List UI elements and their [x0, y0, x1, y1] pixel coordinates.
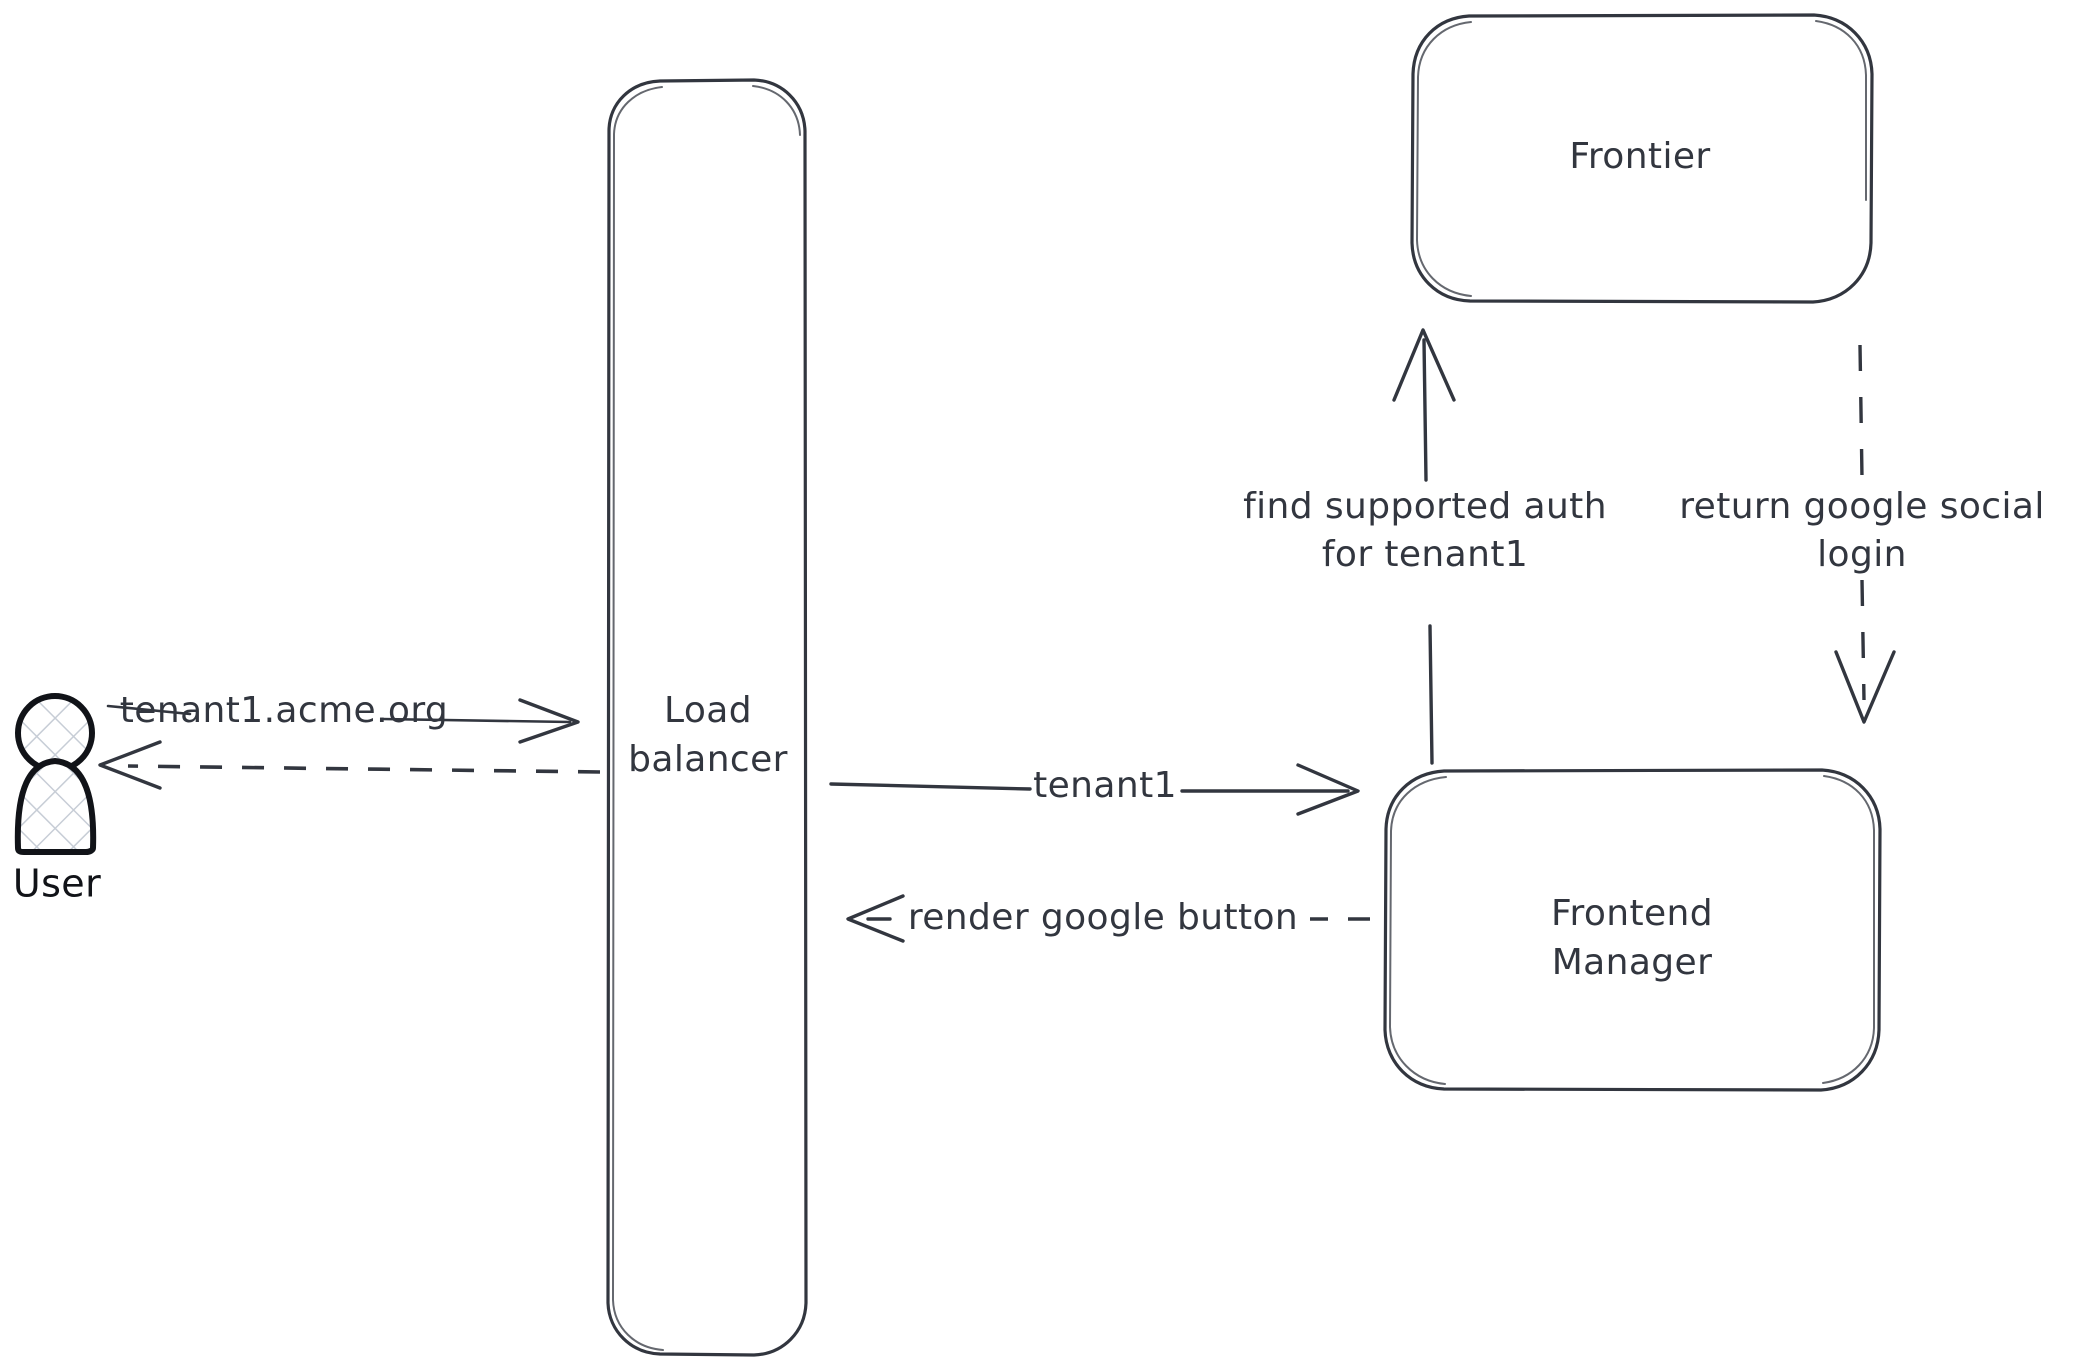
edge-fm-to-lb-arrowhead-icon: [846, 894, 905, 943]
node-label-frontend-manager-line2: Manager: [1552, 942, 1713, 983]
node-label-frontend-manager-line1: Frontend: [1551, 893, 1713, 934]
load-balancer-shape: [606, 78, 808, 1357]
frontier-sketch-stroke-2: [1815, 20, 1867, 201]
edge-label-tenant1-acme-org: tenant1.acme.org: [120, 690, 448, 731]
edge-label-for-tenant1: for tenant1: [1322, 534, 1528, 575]
node-frontier[interactable]: Frontier: [1410, 13, 1874, 304]
frontend-manager-shape: [1383, 768, 1882, 1092]
edge-fm-to-frontier-arrowhead-icon: [1392, 328, 1456, 402]
edge-fm-to-frontier-line-upper: [1422, 338, 1428, 482]
edge-label-login: login: [1817, 534, 1907, 575]
edge-load-balancer-to-user[interactable]: [98, 740, 601, 790]
edge-label-return-google-social: return google social: [1679, 486, 2045, 527]
load-balancer-sketch-stroke-2: [752, 85, 801, 136]
node-frontend-manager[interactable]: Frontend Manager: [1383, 768, 1882, 1092]
frontier-sketch-stroke: [1416, 21, 1472, 297]
load-balancer-sketch-stroke: [612, 86, 664, 1351]
edge-frontier-to-fm-arrowhead-icon: [1834, 650, 1896, 724]
node-label-load-balancer-line1: Load: [664, 690, 752, 731]
node-label-load-balancer-line2: balancer: [628, 739, 788, 780]
edge-label-render-google-button: render google button: [908, 897, 1298, 938]
node-label-frontier: Frontier: [1569, 136, 1710, 177]
edge-lb-to-fm-line-left: [829, 782, 1032, 791]
node-load-balancer[interactable]: Load balancer: [606, 78, 808, 1357]
edge-lb-to-fm-arrowhead-icon: [1296, 763, 1360, 816]
edge-fm-to-frontier-line-lower: [1428, 624, 1434, 765]
edge-label-find-supported-auth: find supported auth: [1243, 486, 1607, 527]
edge-load-balancer-to-frontend-manager[interactable]: tenant1: [829, 763, 1360, 816]
user-body-icon: [14, 758, 97, 855]
edge-user-to-lb-arrowhead-icon: [518, 698, 580, 744]
node-label-user: User: [13, 862, 101, 906]
edge-frontier-to-fm-dashed-upper: [1858, 344, 1864, 479]
edge-user-to-lb-line-left: [106, 704, 192, 716]
edge-frontend-manager-to-frontier[interactable]: find supported auth for tenant1: [1243, 328, 1607, 765]
frontend-manager-sketch-stroke-2: [1822, 775, 1875, 1084]
node-user[interactable]: User: [13, 693, 101, 906]
edge-frontend-manager-to-load-balancer[interactable]: render google button: [846, 894, 1370, 943]
edge-label-tenant1: tenant1: [1033, 765, 1177, 806]
edge-user-to-lb-line-right: [380, 717, 572, 724]
edge-lb-to-user-arrowhead-icon: [98, 740, 162, 790]
edge-frontier-to-frontend-manager[interactable]: return google social login: [1679, 344, 2045, 724]
edge-user-to-load-balancer[interactable]: tenant1.acme.org: [106, 690, 580, 744]
frontier-shape: [1410, 13, 1874, 304]
edge-lb-to-user-dashed-line: [127, 764, 601, 774]
frontend-manager-sketch-stroke: [1389, 776, 1447, 1085]
edge-frontier-to-fm-dashed-lower: [1860, 579, 1866, 701]
